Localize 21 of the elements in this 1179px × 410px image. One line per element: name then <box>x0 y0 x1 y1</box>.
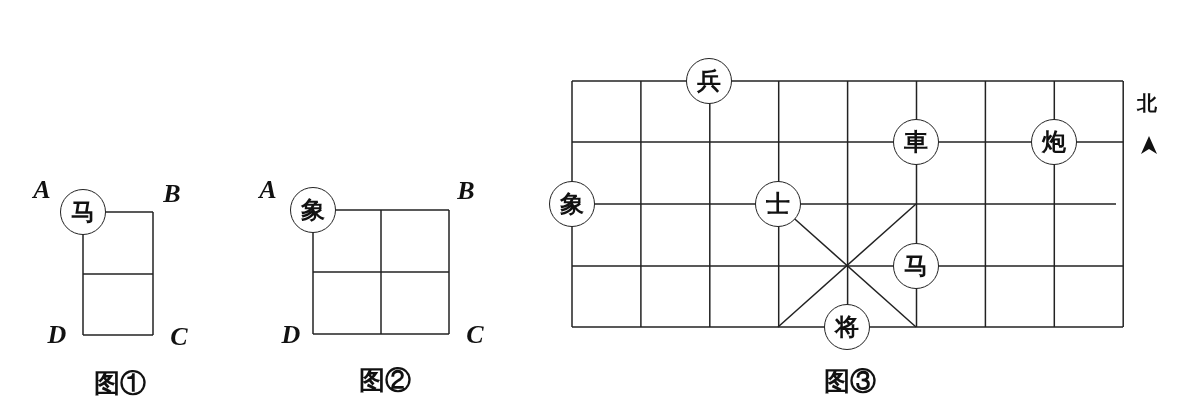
point-label: D <box>47 320 67 350</box>
point-label: D <box>281 320 301 350</box>
point-label: C <box>170 322 188 352</box>
chess-piece: 将 <box>824 304 870 350</box>
figure-caption: 图① <box>94 366 146 400</box>
chess-piece: 炮 <box>1031 119 1077 165</box>
chess-piece: 象 <box>549 181 595 227</box>
chess-piece: 士 <box>755 181 801 227</box>
figure-caption: 图② <box>359 363 411 397</box>
chess-piece: 兵 <box>686 58 732 104</box>
figure-caption: 图③ <box>824 364 876 398</box>
point-label: C <box>466 320 484 350</box>
point-label: A <box>259 175 277 205</box>
chess-piece: 車 <box>893 119 939 165</box>
point-label: B <box>457 176 475 206</box>
chess-piece: 象 <box>290 187 336 233</box>
point-label: B <box>163 179 181 209</box>
point-label: A <box>33 175 51 205</box>
chess-piece: 马 <box>60 189 106 235</box>
chess-piece: 马 <box>893 243 939 289</box>
direction-label: 北 <box>1137 89 1157 117</box>
